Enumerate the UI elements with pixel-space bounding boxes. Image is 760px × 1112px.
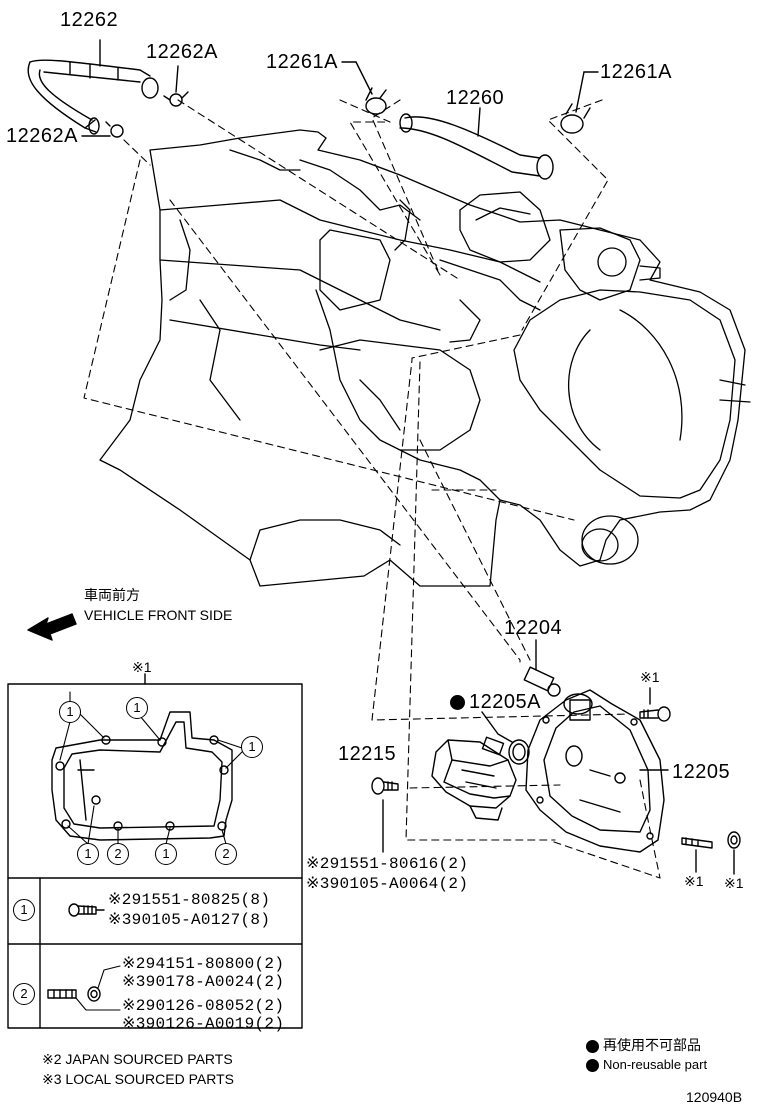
row1-pn-line1: ※291551-80825(8) [108, 891, 271, 909]
row2-pn-line3: ※290126-08052(2) [122, 997, 285, 1015]
bolt-12215 [371, 777, 399, 795]
clip-12262A-top [163, 91, 189, 107]
engine-assembly [99, 129, 751, 587]
non-reusable-marker [450, 695, 465, 711]
inset-title: ※1 [132, 659, 152, 675]
label-12261A-right: 12261A [600, 61, 672, 83]
note-stud: ※1 [684, 873, 704, 889]
label-12260: 12260 [446, 87, 505, 109]
label-12262A-top: 12262A [146, 41, 218, 63]
gasket-circle-1: 1 [241, 736, 263, 758]
front-direction-arrow [27, 613, 77, 641]
stud-bolt [681, 837, 713, 849]
gasket-circle-2: 2 [215, 843, 237, 865]
label-12261A-left: 12261A [266, 51, 338, 73]
footnote-japan: ※2 JAPAN SOURCED PARTS [42, 1051, 233, 1067]
sensor-12204 [523, 666, 561, 697]
bolt-cover-top [639, 706, 671, 722]
flange-nut [727, 831, 741, 849]
bolt-12215-pn-line2: ※390105-A0064(2) [306, 875, 469, 893]
clip-12261A-right [560, 103, 591, 134]
gasket-circle-1: 1 [155, 843, 177, 865]
row2-pn-line2: ※390178-A0024(2) [122, 973, 285, 991]
legend-jp: 再使用不可部品 [586, 1038, 701, 1053]
gasket-circle-1: 1 [77, 843, 99, 865]
gasket-circle-1: 1 [126, 697, 148, 719]
legend-en-text: Non-reusable part [603, 1057, 708, 1072]
label-12262A-left: 12262A [6, 125, 78, 147]
clip-12262A-left [105, 121, 124, 138]
label-12204: 12204 [504, 617, 563, 639]
legend-jp-text: 再使用不可部品 [603, 1037, 701, 1053]
clip-12261A-left [365, 87, 387, 115]
bolt-12215-pn-line1: ※291551-80616(2) [306, 855, 469, 873]
bolt-row2 [47, 986, 101, 1002]
legend-dot [586, 1039, 599, 1053]
label-12205A: 12205A [450, 692, 541, 712]
hose-12262 [27, 59, 159, 135]
cover-12205 [525, 689, 665, 853]
legend-dot [586, 1059, 599, 1073]
direction-label-en: VEHICLE FRONT SIDE [84, 607, 233, 623]
legend-en: Non-reusable part [586, 1057, 708, 1073]
direction-label-jp: 車両前方 [84, 587, 140, 603]
gasket-circle-2: 2 [107, 843, 129, 865]
label-12205A-text: 12205A [469, 691, 541, 713]
oil-separator-12215 [431, 736, 517, 821]
row2-pn-line4: ※390126-A0019(2) [122, 1015, 285, 1033]
row1-key: 1 [13, 899, 35, 921]
inset-box [7, 683, 303, 1029]
note-nut: ※1 [724, 875, 744, 891]
dashed-leaders [83, 99, 661, 879]
label-12215: 12215 [338, 743, 397, 765]
diagram-id: 120940B [686, 1089, 743, 1105]
row2-key: 2 [13, 983, 35, 1005]
row1-pn-line2: ※390105-A0127(8) [108, 911, 271, 929]
hose-12260 [399, 113, 554, 180]
label-12262: 12262 [60, 9, 119, 31]
footnote-local: ※3 LOCAL SOURCED PARTS [42, 1071, 234, 1087]
note-bolt-top: ※1 [640, 669, 660, 685]
o-ring-12205A [508, 739, 530, 765]
gasket-circle-1: 1 [59, 701, 81, 723]
label-12205: 12205 [672, 761, 731, 783]
row2-pn-line1: ※294151-80800(2) [122, 955, 285, 973]
bolt-row1 [68, 903, 97, 917]
gasket [51, 711, 233, 841]
